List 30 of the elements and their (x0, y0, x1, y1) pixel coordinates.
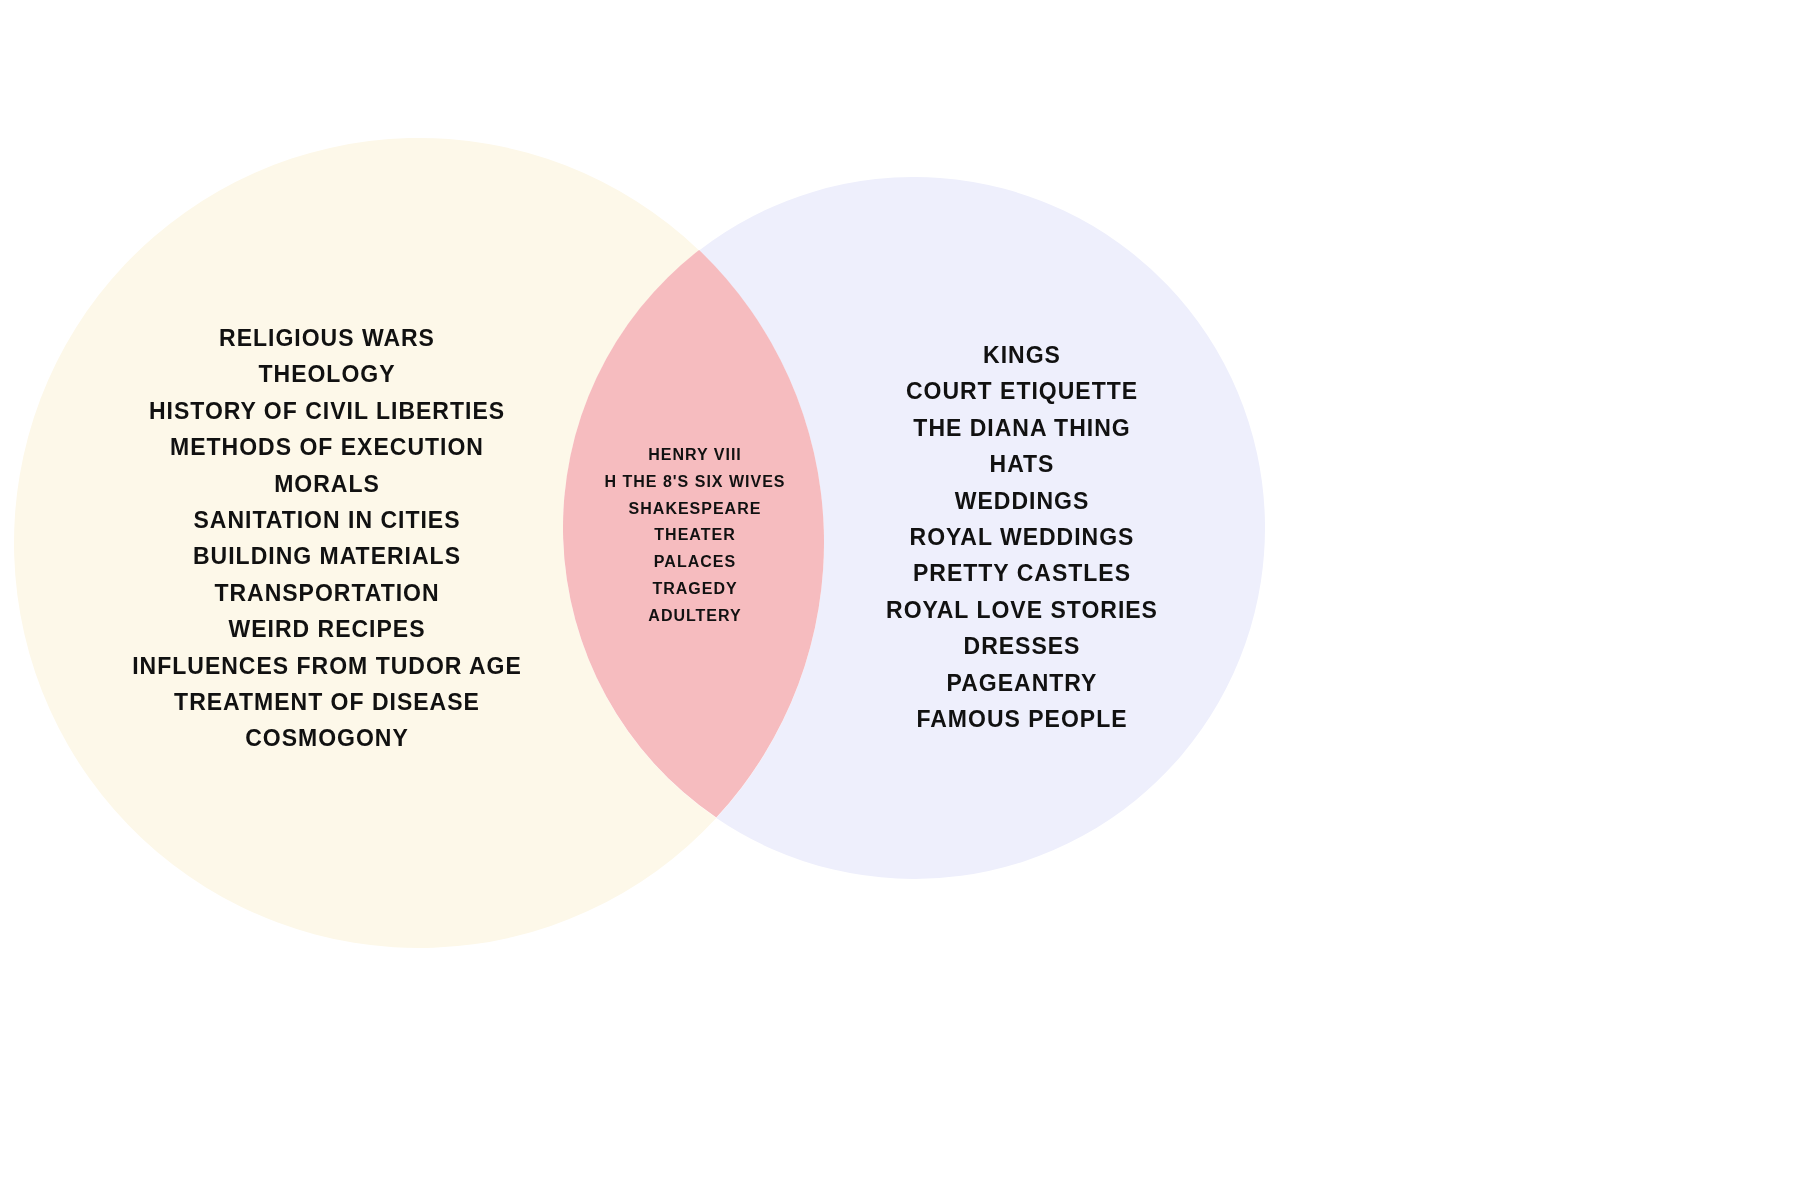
topic-label: BUILDING MATERIALS (193, 542, 461, 570)
topic-label: HISTORY OF CIVIL LIBERTIES (148, 397, 506, 425)
topic-label: THE DIANA THING (913, 414, 1131, 442)
topic-label: MORALS (274, 470, 380, 498)
topic-label: METHODS OF EXECUTION (170, 433, 484, 461)
topic-label: THEOLOGY (258, 360, 396, 388)
topic-label: RELIGIOUS WARS (219, 324, 435, 352)
topic-label: H THE 8'S SIX WIVES (604, 472, 786, 491)
topic-label: PRETTY CASTLES (912, 559, 1131, 587)
topic-label: WEIRD RECIPES (228, 615, 426, 643)
topic-label: COSMOGONY (245, 724, 409, 752)
topic-label: HENRY VIII (648, 446, 742, 464)
topic-label: INFLUENCES FROM TUDOR AGE (132, 652, 522, 680)
topic-label: ROYAL LOVE STORIES (886, 596, 1158, 624)
topic-label: PALACES (653, 553, 737, 572)
topic-label: DRESSES (963, 632, 1081, 660)
topic-label: TREATMENT OF DISEASE (174, 688, 480, 716)
topic-label: COURT ETIQUETTE (905, 377, 1139, 405)
topic-label: HATS (989, 450, 1055, 478)
topic-label: ROYAL WEDDINGS (909, 523, 1135, 551)
topic-label: FAMOUS PEOPLE (916, 705, 1128, 733)
topic-label: KINGS (983, 341, 1061, 369)
topic-label: TRANSPORTATION (214, 579, 440, 607)
topic-label: THEATER (654, 526, 736, 545)
topic-label: SHAKESPEARE (628, 499, 762, 518)
topic-label: TRAGEDY (652, 580, 738, 598)
topic-label: ADULTERY (648, 606, 742, 625)
topic-label: SANITATION IN CITIES (193, 506, 461, 534)
topic-label: PAGEANTRY (946, 669, 1098, 697)
topic-label: WEDDINGS (954, 487, 1090, 515)
